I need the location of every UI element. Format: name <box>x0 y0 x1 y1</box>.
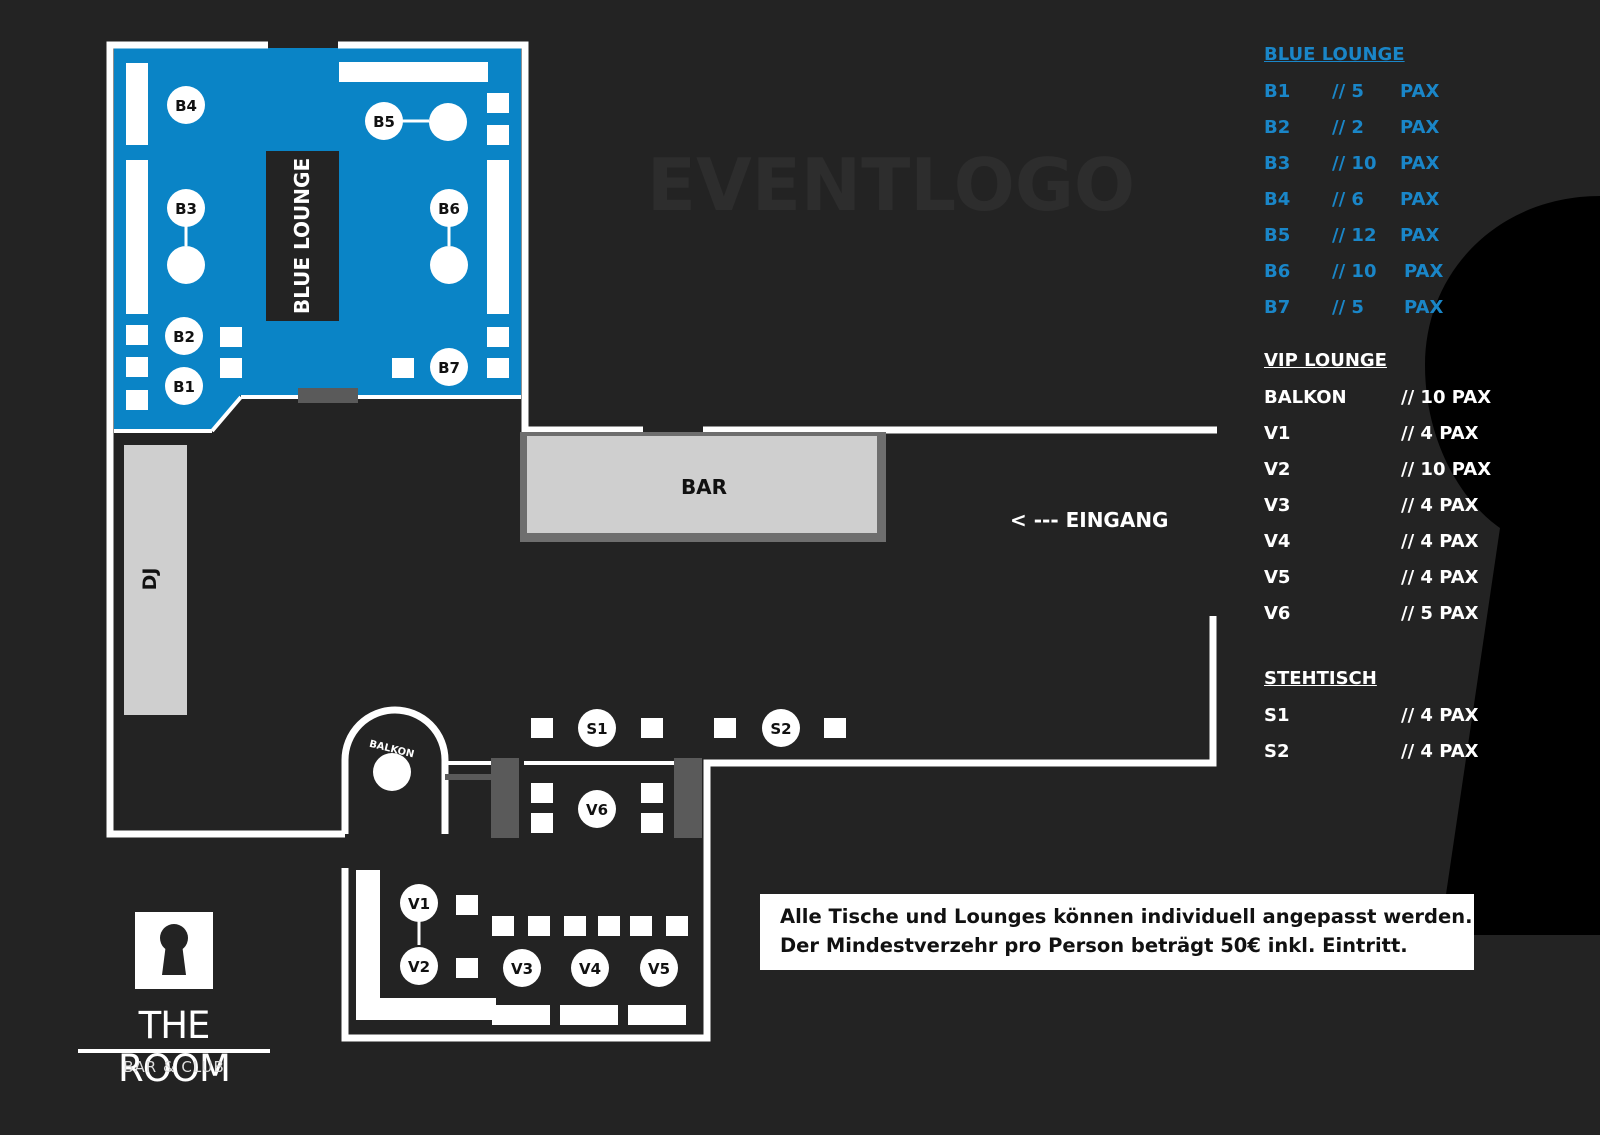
svg-text:V1: V1 <box>408 895 430 913</box>
vip-door-right <box>674 758 702 838</box>
table-B4[interactable]: B4 <box>167 86 205 124</box>
vip-door-left <box>491 758 519 838</box>
table-B6[interactable]: B6 <box>430 189 468 227</box>
legend-row: V4// 4 PAX <box>1264 531 1479 552</box>
blue-lounge-label: BLUE LOUNGE <box>290 158 314 314</box>
table-S1[interactable]: S1 <box>578 709 616 747</box>
blue-lounge-door <box>298 388 358 403</box>
svg-text:B5: B5 <box>373 113 395 131</box>
keyhole-silhouette <box>1425 196 1600 935</box>
svg-text:V5: V5 <box>648 960 670 978</box>
table-B7[interactable]: B7 <box>430 348 468 386</box>
vip-furniture <box>356 718 846 1025</box>
table-V1[interactable]: V1 <box>400 884 438 922</box>
entrance-label: < --- EINGANG <box>1010 508 1168 532</box>
table-V4[interactable]: V4 <box>571 949 609 987</box>
dj-label: DJ <box>139 568 161 591</box>
keyhole-icon <box>135 912 213 989</box>
svg-text:B1: B1 <box>173 378 195 396</box>
table-B1[interactable]: B1 <box>165 367 203 405</box>
legend-heading-vip-lounge: VIP LOUNGE <box>1264 350 1387 371</box>
svg-text:B4: B4 <box>175 97 197 115</box>
legend-row: V3// 4 PAX <box>1264 495 1479 516</box>
svg-text:S2: S2 <box>770 720 791 738</box>
blue-lounge-edge <box>210 395 243 433</box>
brand-subtitle: BAR & CLUB <box>123 1058 225 1076</box>
table-V6[interactable]: V6 <box>578 790 616 828</box>
svg-text:B7: B7 <box>438 359 460 377</box>
legend-heading-stehtisch: STEHTISCH <box>1264 668 1377 689</box>
bar-counter <box>527 436 877 533</box>
svg-text:B2: B2 <box>173 328 195 346</box>
legend-row: V5// 4 PAX <box>1264 567 1479 588</box>
table-B2[interactable]: B2 <box>165 317 203 355</box>
legend-row: BALKON// 10 PAX <box>1264 387 1492 408</box>
svg-text:V4: V4 <box>579 960 601 978</box>
table-B3[interactable]: B3 <box>167 189 205 227</box>
blue-lounge-sign <box>266 151 339 321</box>
table-B5[interactable]: B5 <box>365 102 403 140</box>
event-logo: EVENTLOGO <box>647 143 1135 227</box>
notice-box: Alle Tische und Lounges können individue… <box>760 894 1474 970</box>
legend-heading-blue-lounge: BLUE LOUNGE <box>1264 44 1405 65</box>
legend-stehtisch: STEHTISCH S1// 4 PAX S2// 4 PAX <box>1264 668 1564 776</box>
table-V2[interactable]: V2 <box>400 947 438 985</box>
table-S2[interactable]: S2 <box>762 709 800 747</box>
svg-text:S1: S1 <box>586 720 607 738</box>
svg-text:V2: V2 <box>408 958 430 976</box>
walls <box>106 41 1217 1042</box>
brand-underline <box>78 1049 270 1053</box>
legend-vip-lounge: VIP LOUNGE BALKON// 10 PAX V1// 4 PAX V2… <box>1264 350 1564 638</box>
legend-row: V6// 5 PAX <box>1264 603 1479 624</box>
notice-line-2: Der Mindestverzehr pro Person beträgt 50… <box>780 934 1408 957</box>
svg-text:V3: V3 <box>511 960 533 978</box>
svg-text:B3: B3 <box>175 200 197 218</box>
svg-text:B6: B6 <box>438 200 460 218</box>
brand-name: THE ROOM <box>118 1004 231 1090</box>
legend-row: V2// 10 PAX <box>1264 459 1492 480</box>
dj-booth <box>124 445 187 715</box>
legend-row: S1// 4 PAX <box>1264 705 1479 726</box>
legend-row: S2// 4 PAX <box>1264 741 1479 762</box>
table-V5[interactable]: V5 <box>640 949 678 987</box>
legend-row: V1// 4 PAX <box>1264 423 1479 444</box>
table-V3[interactable]: V3 <box>503 949 541 987</box>
svg-text:V6: V6 <box>586 801 608 819</box>
bar-label: BAR <box>681 475 727 499</box>
blue-lounge-furniture <box>126 62 509 410</box>
notice-line-1: Alle Tische und Lounges können individue… <box>780 905 1473 928</box>
